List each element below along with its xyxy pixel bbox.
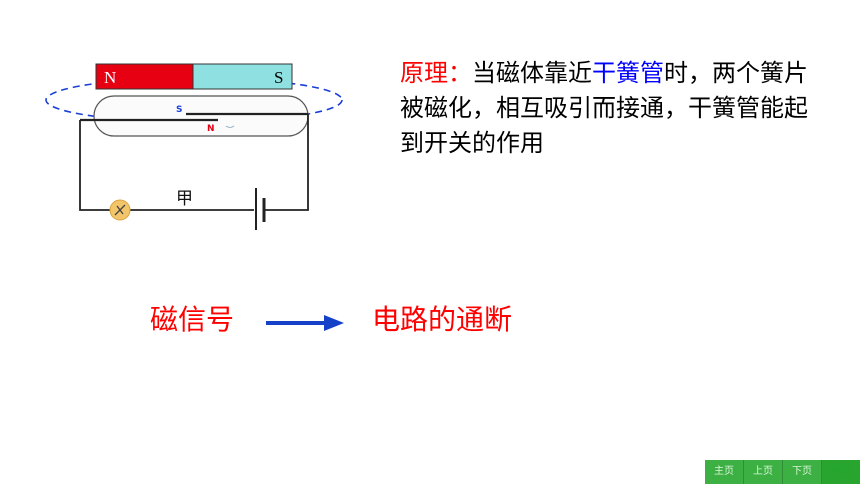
- magnetic-signal-text: 磁信号: [150, 303, 235, 336]
- circuit-wire-right: [264, 114, 309, 211]
- reed-glass-tube: [93, 95, 309, 137]
- circuit-switching-text: 电路的通断: [372, 303, 513, 336]
- next-page-button[interactable]: 下页: [783, 460, 822, 484]
- circuit-wire: [79, 120, 110, 211]
- right-arrow-icon: [266, 315, 344, 331]
- reed-s-label: S: [176, 105, 182, 115]
- home-button[interactable]: 主页: [705, 460, 744, 484]
- reed-switch-term: 干簧管: [592, 59, 664, 87]
- magnet-s-label: S: [274, 68, 283, 87]
- reed-contact-mark: [225, 125, 235, 128]
- lamp-label: 甲: [176, 189, 193, 209]
- magnet-n-label: N: [104, 68, 116, 87]
- principle-part2: 时，两个簧片被磁化，相互吸引而接通，干簧管能起到开关的作用: [400, 59, 808, 157]
- magnet-s-pole: [192, 63, 293, 90]
- principle-part1: 当磁体靠近: [472, 59, 592, 87]
- principle-text: 原理：当磁体靠近干簧管时，两个簧片被磁化，相互吸引而接通，干簧管能起到开关的作用: [400, 56, 820, 161]
- slide-navigation: 主页 上页 下页 结束: [705, 460, 860, 484]
- reed-n-label: N: [207, 124, 215, 134]
- principle-label: 原理：: [400, 59, 472, 87]
- end-button[interactable]: 结束: [822, 460, 860, 484]
- lamp-filament: [114, 204, 126, 216]
- reed-switch-diagram: N S S N 甲: [45, 63, 343, 230]
- prev-page-button[interactable]: 上页: [744, 460, 783, 484]
